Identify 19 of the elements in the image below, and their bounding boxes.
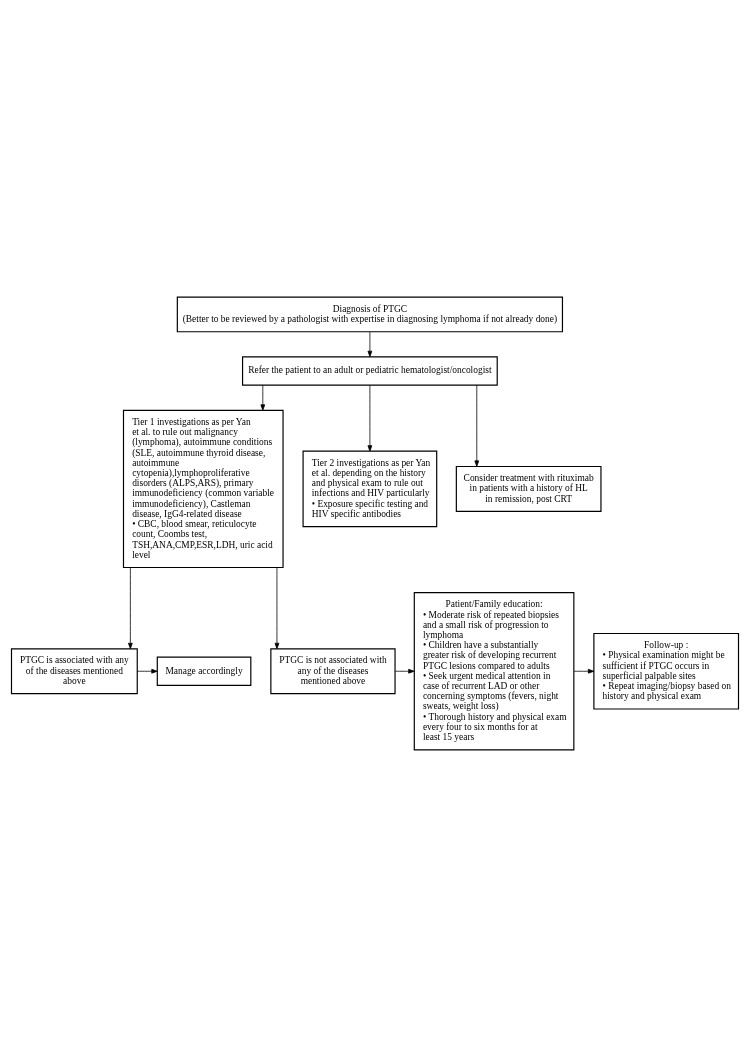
node-box: Tier 1 investigations as per Yan et al. to rule out malignancy (lymphoma), autoimmune conditions (SLE, autoimmune thyroid disease, autoimmune cytopenia),lymphoproliferative disorders (ALPS,ARS), primary immunodeficiency (common variable immunodeficiency), Castleman disease, IgG4-related disease • CBC, blood smear, reticulocyte count, Coombs test, TSH,ANA,CMP,ESR,LDH, uric acid level [122,409,284,569]
arrow [274,567,280,650]
node-box: Tier 2 investigations as per Yan et al. depending on the history and physical exam to rule out infections and HIV particularly • Exposure specific testing and HIV specific antibodies [302,450,438,528]
arrow [128,567,133,650]
arrow [474,384,480,467]
arrow [573,668,595,674]
node-box: Manage accordingly [156,656,252,686]
node-box: Diagnosis of PTGC (Better to be reviewed by a pathologist with expertise in diagnosing lymphoma if not already done) [176,296,564,333]
node-box: Follow-up : • Physical examination might be sufficient if PTGC occurs in superficial palpable sites • Repeat imaging/biopsy based on history and physical exam [593,632,740,710]
node-box: PTGC is associated with any of the diseases mentioned above [10,648,138,695]
node-box: PTGC is not associated with any of the diseases mentioned above [270,648,396,695]
arrow [367,384,373,452]
node-box: Consider treatment with rituximab in patients with a history of HL in remission, post CRT [455,465,602,512]
node-box: Refer the patient to an adult or pediatric hematologist/oncologist [242,356,498,386]
arrow [394,668,415,674]
arrow [367,331,373,358]
node-box: Patient/Family education: • Moderate risk of repeated biopsies and a small risk of progression to lymphoma • Children have a substantially greater risk of developing recurrent PTGC lesions compared to adults • Seek urgent medical attention in case of recurrent LAD or other concerning symptoms (fevers, night sweats, weight loss) • Thorough history and physical exam every four to six months for at least 15 years [413,592,575,751]
arrow [260,384,266,411]
arrow [136,668,158,674]
